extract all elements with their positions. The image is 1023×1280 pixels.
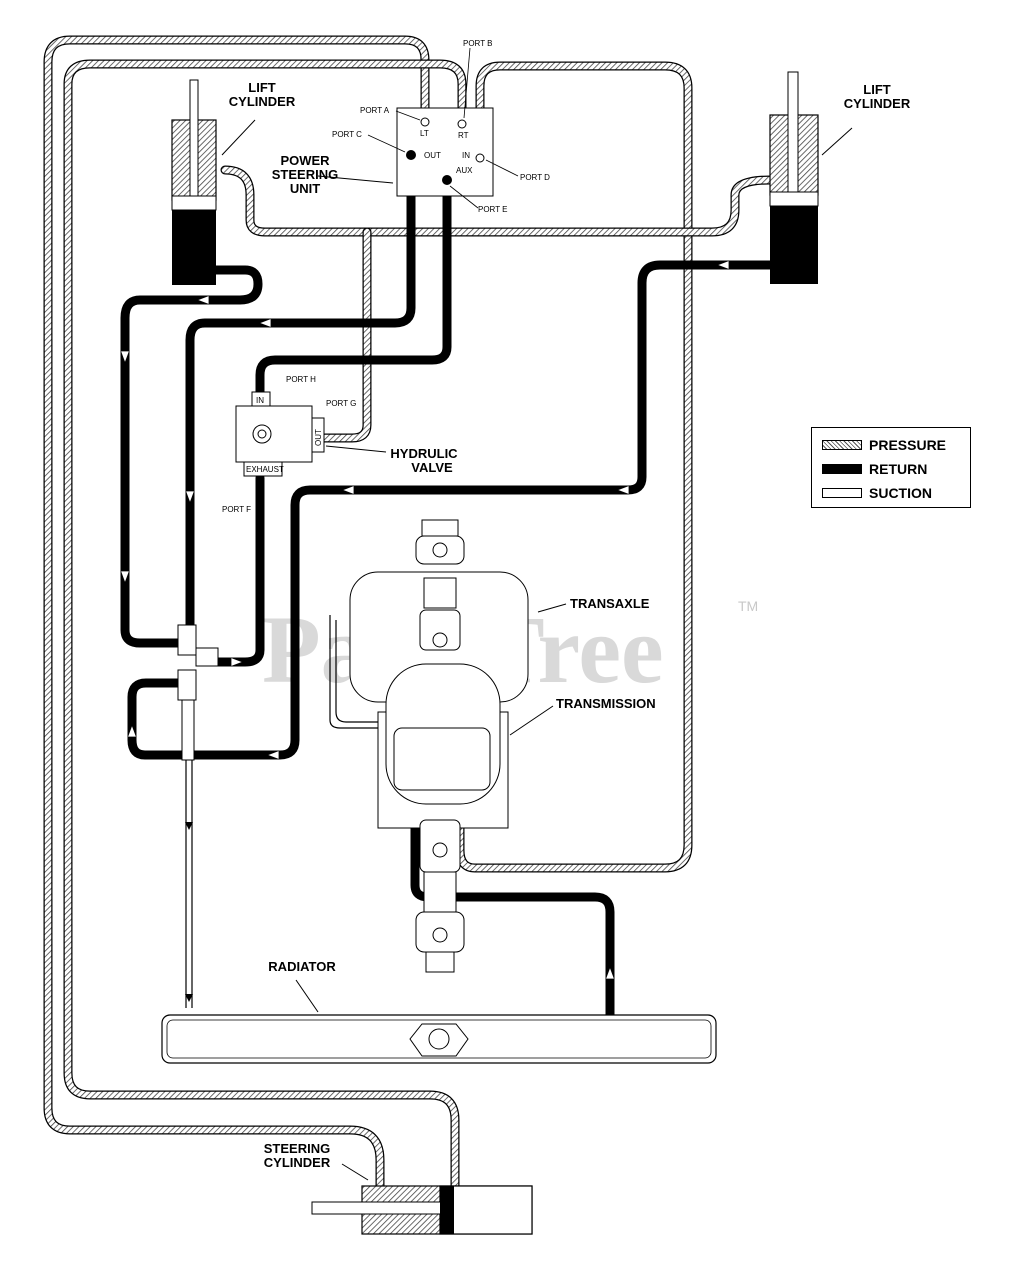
- return-lines: [120, 150, 775, 1020]
- label-port-a: PORT A: [360, 106, 390, 115]
- valve-mark-in: IN: [256, 396, 264, 405]
- pressure-line-fill: [221, 166, 774, 236]
- label-lift-cylinder-left-2: CYLINDER: [229, 94, 296, 109]
- label-psu-2: STEERING: [272, 167, 338, 182]
- label-transmission: TRANSMISSION: [556, 696, 656, 711]
- label-transaxle: TRANSAXLE: [570, 596, 650, 611]
- pressure-line-fill: [316, 228, 371, 442]
- leader-lift-right: [821, 127, 853, 156]
- leader-lift-left: [221, 119, 256, 156]
- psu-mark-rt: RT: [458, 131, 469, 140]
- psu-mark-lt: LT: [420, 129, 429, 138]
- transmission: [377, 663, 509, 973]
- legend-item-return: RETURN: [822, 460, 927, 478]
- leader-steering: [341, 1163, 369, 1181]
- label-port-b: PORT B: [463, 39, 493, 48]
- label-hydraulic-valve-1: HYDRULIC: [390, 446, 458, 461]
- legend: PRESSURE RETURN SUCTION: [811, 427, 971, 508]
- label-steering-cylinder-1: STEERING: [264, 1141, 330, 1156]
- label-radiator: RADIATOR: [268, 959, 336, 974]
- label-psu-1: POWER: [280, 153, 330, 168]
- leader-valve: [325, 445, 387, 453]
- label-port-h: PORT H: [286, 375, 316, 384]
- leader-radiator: [295, 979, 319, 1013]
- psu-mark-aux: AUX: [456, 166, 473, 175]
- transaxle: [349, 519, 529, 703]
- suction-arrows: [185, 822, 193, 1002]
- flow-arrows: [121, 261, 729, 979]
- power-steering-unit: [396, 107, 494, 197]
- legend-item-suction: SUCTION: [822, 484, 932, 502]
- label-steering-cylinder-2: CYLINDER: [264, 1155, 331, 1170]
- legend-label-return: RETURN: [869, 461, 928, 477]
- trademark: TM: [738, 598, 758, 614]
- psu-mark-out: OUT: [424, 151, 441, 160]
- suction-swatch-icon: [822, 488, 862, 498]
- hydraulic-valve: [235, 391, 325, 477]
- radiator: [161, 1014, 717, 1064]
- pressure-line-fill: [456, 62, 692, 872]
- suction-lines: [185, 615, 430, 1008]
- label-lift-cylinder-right-1: LIFT: [863, 82, 890, 97]
- port-leaders: [367, 47, 519, 209]
- label-psu-3: UNIT: [290, 181, 320, 196]
- pressure-line-fill: [64, 60, 466, 1190]
- label-port-e: PORT E: [478, 205, 508, 214]
- label-hydraulic-valve-2: VALVE: [411, 460, 453, 475]
- label-port-d: PORT D: [520, 173, 550, 182]
- label-port-g: PORT G: [326, 399, 356, 408]
- pressure-line-fill: [44, 36, 429, 1190]
- label-lift-cylinder-left-1: LIFT: [248, 80, 275, 95]
- leader-psu: [317, 175, 394, 184]
- lift-cylinder-right: [769, 71, 819, 284]
- leader-transaxle: [537, 603, 567, 613]
- psu-mark-in: IN: [462, 151, 470, 160]
- label-lift-cylinder-right-2: CYLINDER: [844, 96, 911, 111]
- legend-label-suction: SUCTION: [869, 485, 932, 501]
- valve-mark-exhaust: EXHAUST: [246, 465, 284, 474]
- return-swatch-icon: [822, 464, 862, 474]
- label-port-c: PORT C: [332, 130, 362, 139]
- pressure-lines: [43, 35, 775, 1191]
- leader-transmission: [509, 705, 554, 736]
- pressure-swatch-icon: [822, 440, 862, 450]
- tee-fitting: [177, 624, 219, 761]
- steering-cylinder: [311, 1185, 533, 1235]
- lift-cylinder-left: [171, 79, 217, 285]
- valve-mark-out: OUT: [314, 429, 323, 446]
- legend-item-pressure: PRESSURE: [822, 436, 946, 454]
- label-port-f: PORT F: [222, 505, 251, 514]
- legend-label-pressure: PRESSURE: [869, 437, 947, 453]
